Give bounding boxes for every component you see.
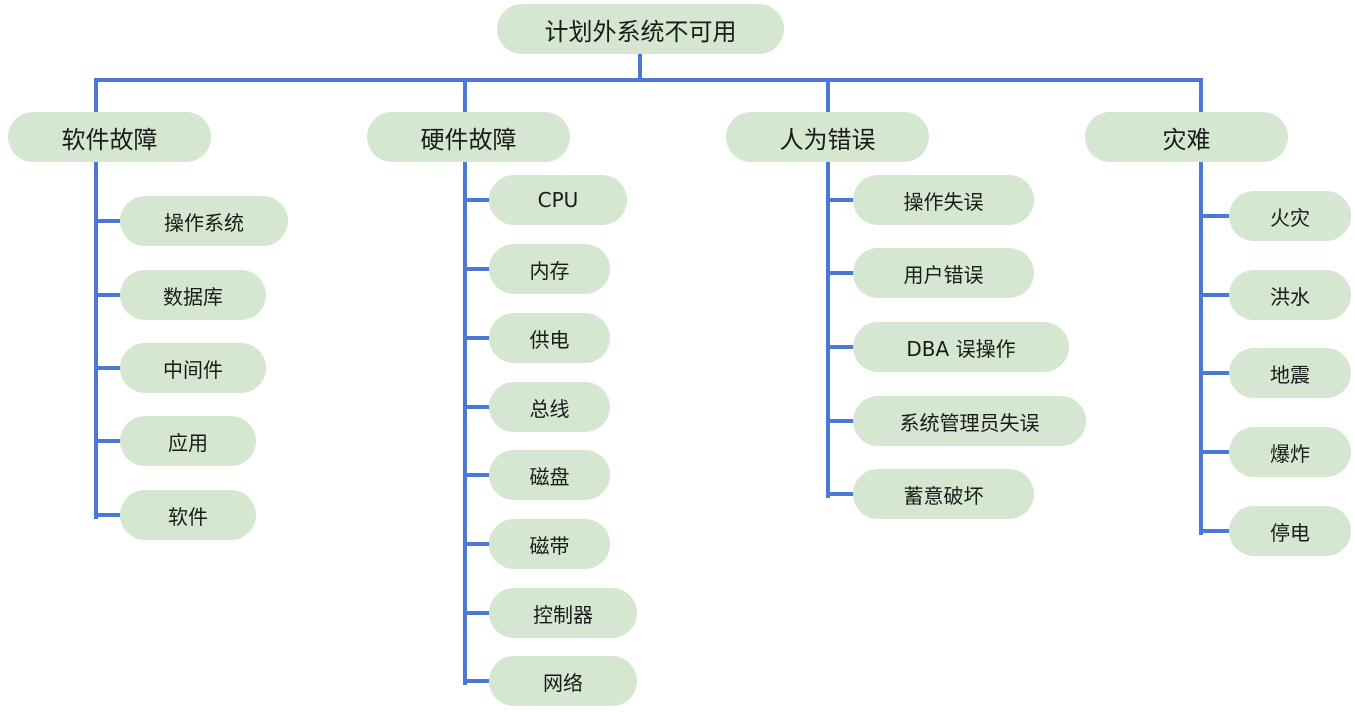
- leaf-node: 爆炸: [1229, 427, 1351, 477]
- leaf-node: 供电: [489, 313, 610, 363]
- category-software-failure: 软件故障: [8, 112, 211, 162]
- category-human-error: 人为错误: [726, 112, 929, 162]
- leaf-node: 软件: [120, 490, 256, 540]
- leaf-node: 洪水: [1229, 270, 1351, 320]
- root-node: 计划外系统不可用: [497, 4, 784, 54]
- leaf-node: 控制器: [489, 588, 637, 638]
- leaf-node: 磁盘: [489, 450, 610, 500]
- leaf-node: 网络: [489, 656, 637, 706]
- leaf-node: 总线: [489, 382, 610, 432]
- leaf-node: 火灾: [1229, 191, 1351, 241]
- category-disaster: 灾难: [1085, 112, 1288, 162]
- leaf-node: 操作系统: [120, 196, 288, 246]
- leaf-node: 停电: [1229, 506, 1351, 556]
- leaf-node: 应用: [120, 416, 256, 466]
- leaf-node: 操作失误: [853, 175, 1034, 225]
- leaf-node: 蓄意破坏: [853, 469, 1034, 519]
- leaf-node: 内存: [489, 244, 610, 294]
- leaf-node: CPU: [489, 175, 627, 225]
- leaf-node: 系统管理员失误: [853, 396, 1086, 446]
- leaf-node: 用户错误: [853, 248, 1034, 298]
- leaf-node: DBA 误操作: [853, 322, 1069, 372]
- leaf-node: 中间件: [120, 343, 266, 393]
- leaf-node: 数据库: [120, 270, 266, 320]
- leaf-node: 地震: [1229, 348, 1351, 398]
- category-hardware-failure: 硬件故障: [367, 112, 570, 162]
- leaf-node: 磁带: [489, 519, 610, 569]
